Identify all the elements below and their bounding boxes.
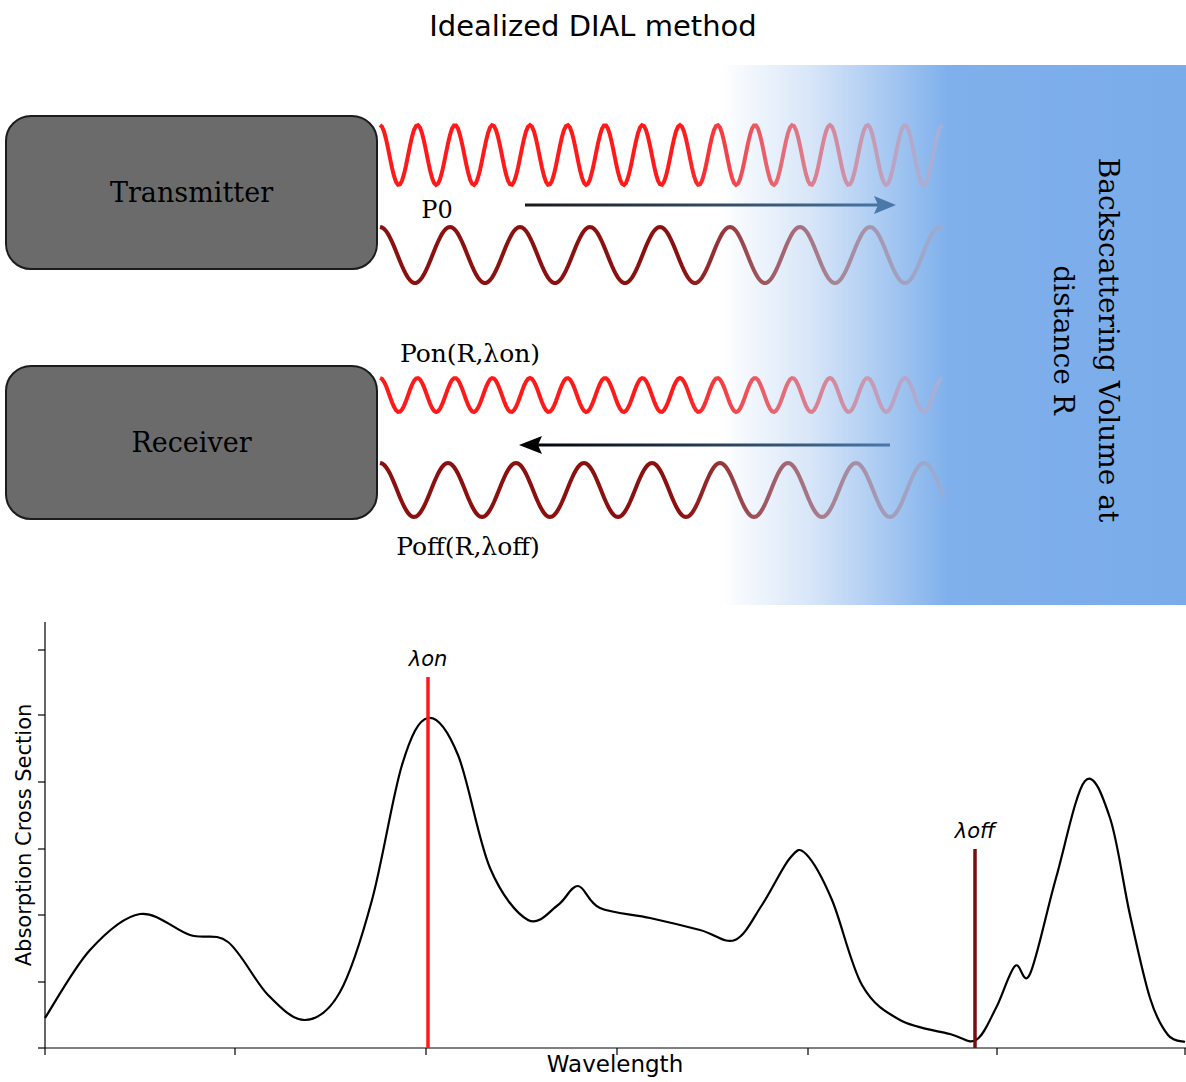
scattering-region [720,65,1186,605]
band-label: Backscattering Volume at distance R [1040,120,1130,560]
power-label: P0 [421,196,452,224]
beam-wave [380,125,942,185]
beam-wave [380,227,944,283]
arrow-head [519,436,542,454]
transmitter-box: Transmitter [5,115,378,270]
beam-wave [380,463,944,517]
power-label: Poff(R,λoff) [396,532,540,561]
axis-ticks [38,650,1185,1055]
power-label: Pon(R,λon) [400,339,540,368]
box-label: Transmitter [110,177,273,208]
receiver-box: Receiver [5,365,378,520]
wavelength-marker: λon [409,647,448,671]
wavelength-marker: λoff [955,819,995,843]
chart-axes [45,622,1186,1048]
diagram-title: Idealized DIAL method [429,9,756,43]
backscatter-band: Backscattering Volume at distance R [720,65,1186,605]
beam-wave [380,378,942,412]
laser-beams [380,125,944,517]
outgoing-arrow [525,204,878,207]
arrow-head [874,196,896,214]
box-label: Receiver [131,427,251,458]
off-wavelength-line [973,849,977,1048]
absorption-curve [45,718,1185,1042]
return-arrow [538,444,890,447]
axis-label: Wavelength [547,1051,683,1077]
on-wavelength-line [426,677,430,1048]
axis-label: Absorption Cross Section [12,704,36,967]
